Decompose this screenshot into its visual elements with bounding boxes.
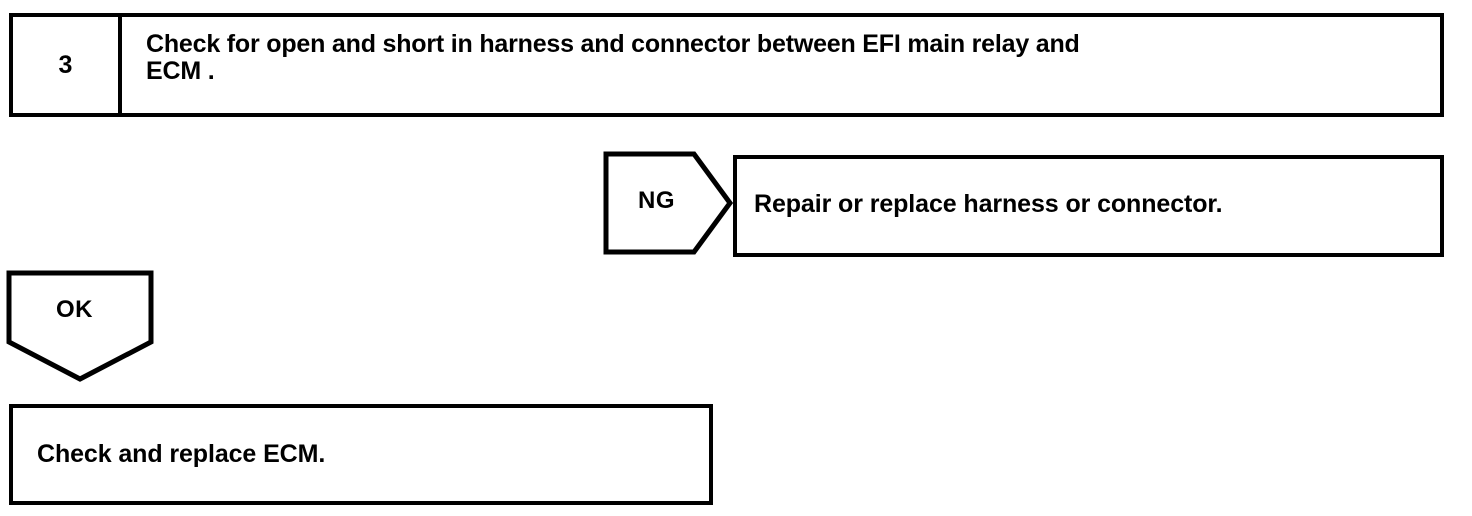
ok-result-box: Check and replace ECM.	[9, 404, 713, 505]
step-description-cell: Check for open and short in harness and …	[122, 17, 1440, 113]
step-number: 3	[58, 50, 73, 79]
arrow-right-icon	[603, 151, 733, 255]
ok-result-text: Check and replace ECM.	[37, 440, 326, 468]
ng-result-box: Repair or replace harness or connector.	[733, 155, 1444, 257]
ng-branch-label: NG	[638, 187, 675, 214]
step-row: 3 Check for open and short in harness an…	[9, 13, 1444, 117]
ng-arrow-connector	[603, 151, 733, 255]
ok-arrow-connector	[6, 270, 154, 382]
ok-branch-label: OK	[56, 296, 93, 323]
step-description: Check for open and short in harness and …	[146, 30, 1080, 85]
step-number-cell: 3	[13, 17, 122, 113]
arrow-down-icon	[6, 270, 154, 382]
ng-result-text: Repair or replace harness or connector.	[754, 190, 1223, 218]
